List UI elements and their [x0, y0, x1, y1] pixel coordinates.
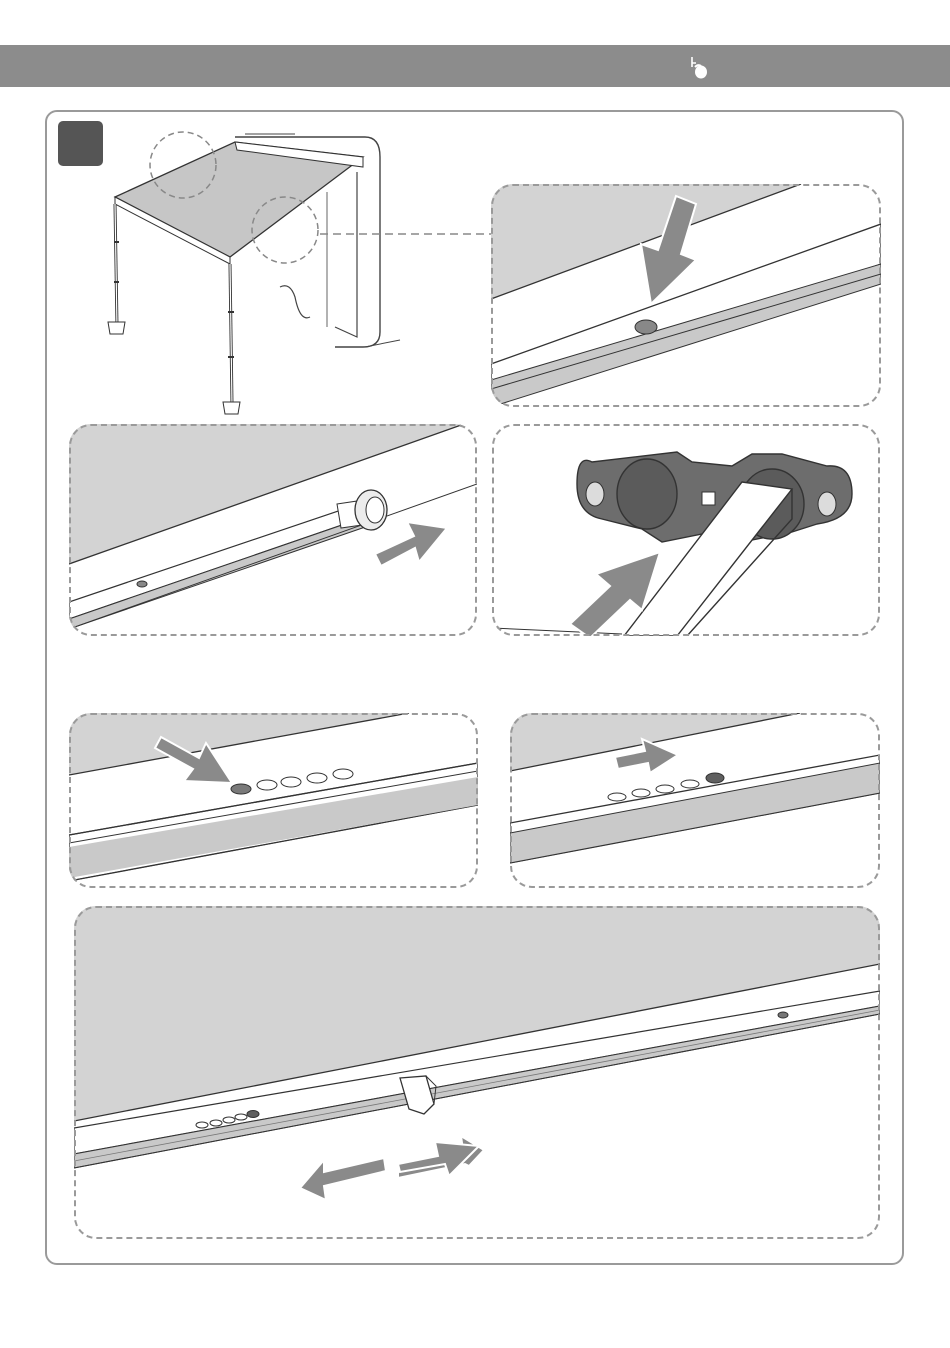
- detail-panel-slide-tube: [69, 424, 477, 636]
- double-arrow-icon: [300, 1136, 484, 1200]
- detail-panel-adjust-length: [74, 906, 880, 1239]
- detail-panel-hole-left: [69, 713, 478, 888]
- detail-panel-hole-right: [510, 713, 880, 888]
- detail-panel-end-cap: [492, 424, 880, 636]
- arrow-right-icon: [375, 522, 447, 566]
- detail-panel-press-button: [491, 184, 881, 407]
